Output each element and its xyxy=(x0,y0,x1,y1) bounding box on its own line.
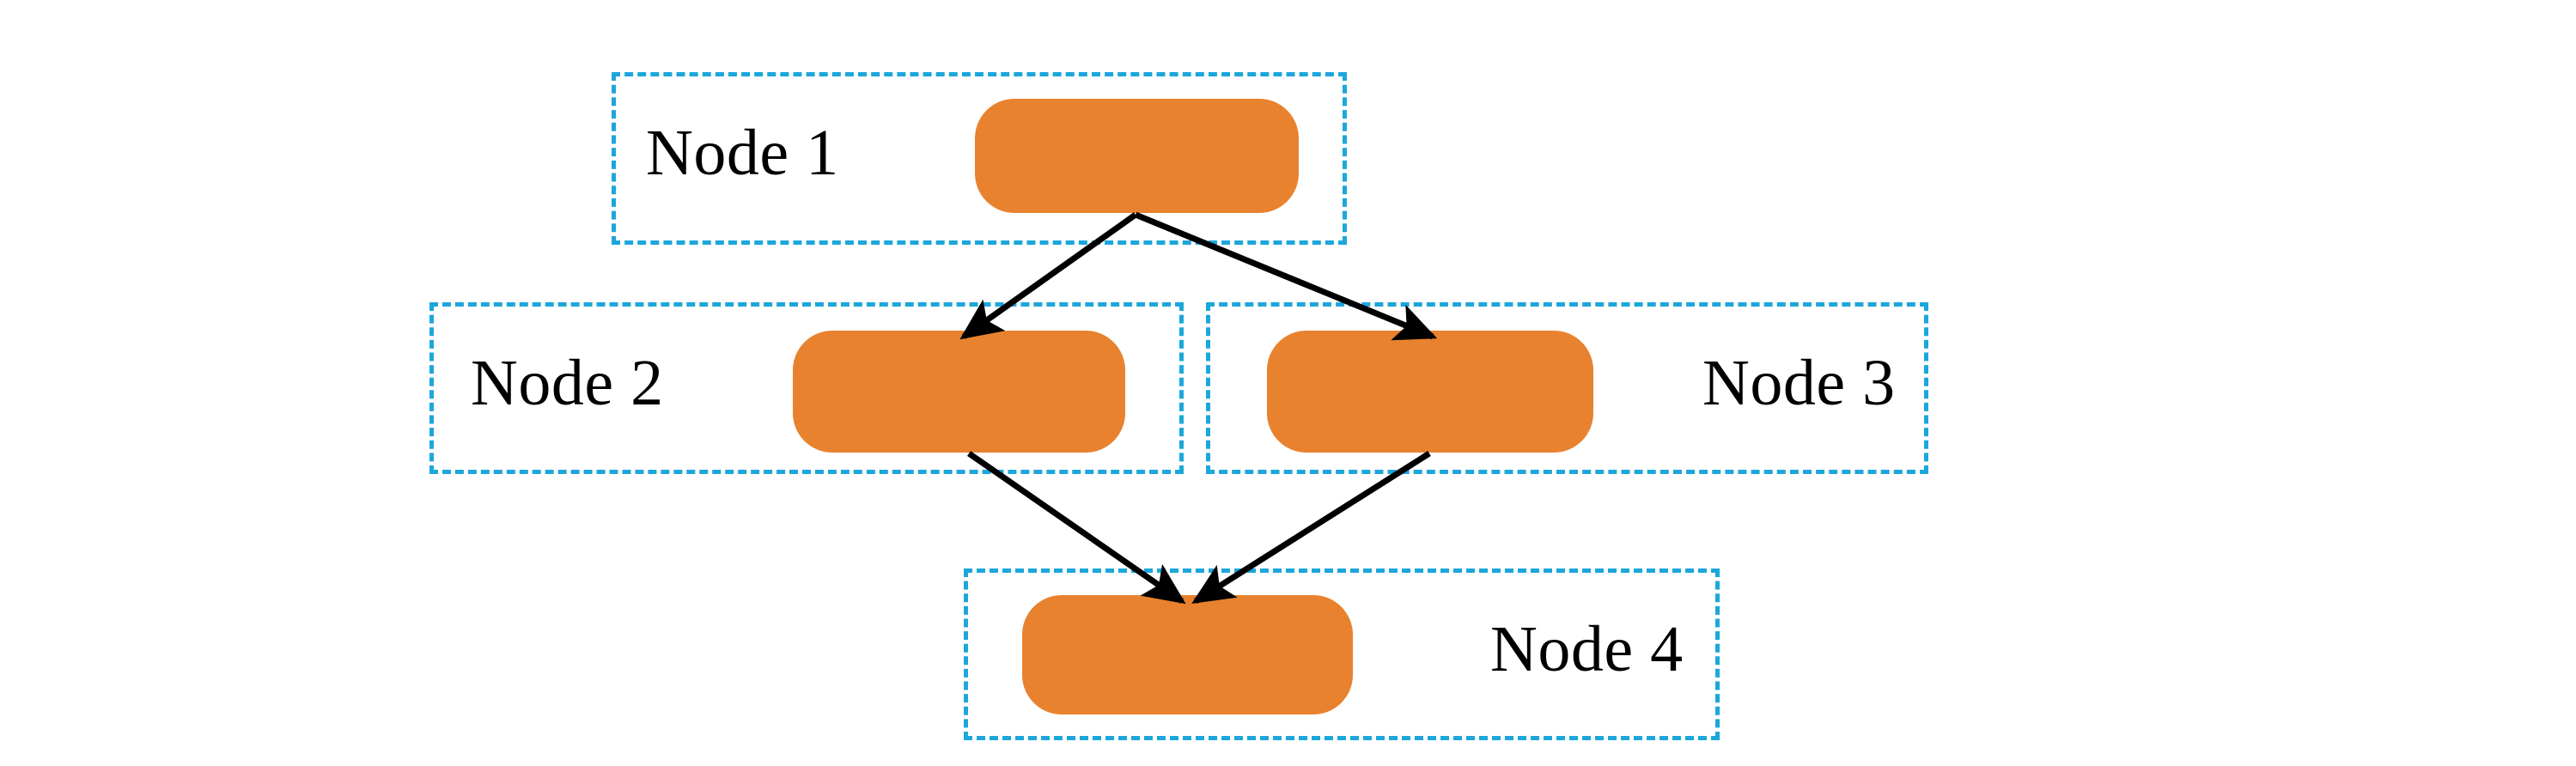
node-shape-node-2[interactable] xyxy=(793,331,1125,453)
group-box-node-3[interactable] xyxy=(1206,302,1928,474)
node-shape-node-3[interactable] xyxy=(1267,331,1593,453)
node-label-node-1: Node 1 xyxy=(646,117,839,189)
node-shape-node-1[interactable] xyxy=(975,99,1299,213)
node-label-node-3: Node 3 xyxy=(1702,347,1896,419)
node-label-node-4: Node 4 xyxy=(1490,613,1684,685)
node-label-node-2: Node 2 xyxy=(471,347,664,419)
node-shape-node-4[interactable] xyxy=(1022,595,1353,714)
group-box-node-2[interactable] xyxy=(429,302,1184,474)
